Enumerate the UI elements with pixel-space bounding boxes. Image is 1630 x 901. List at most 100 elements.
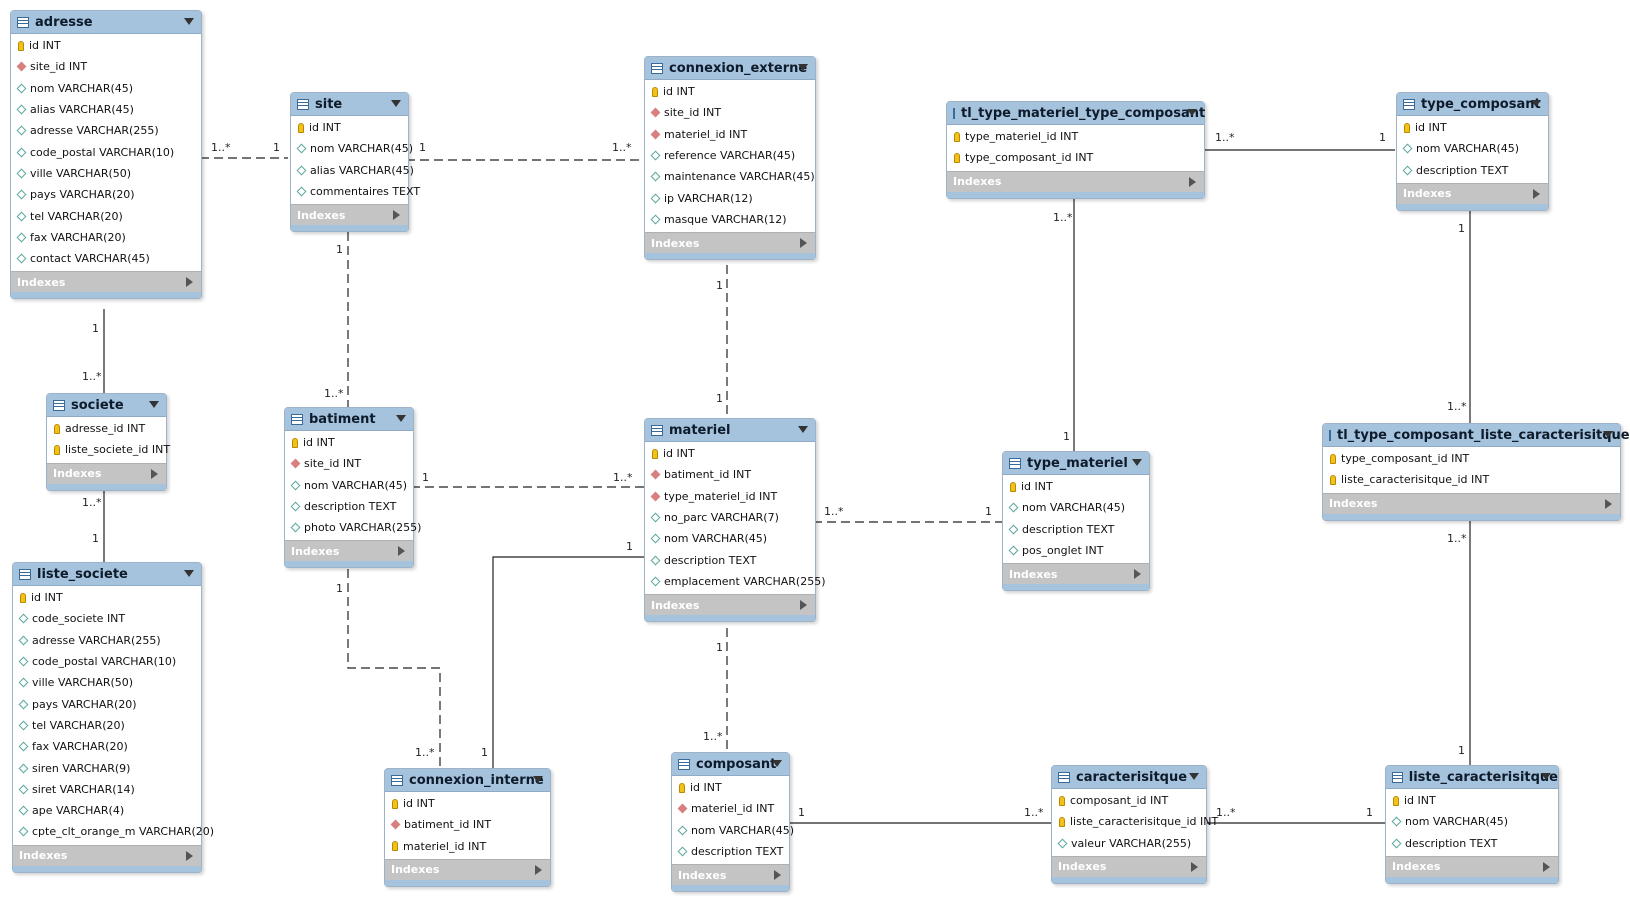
column-row[interactable]: nom VARCHAR(45) bbox=[1003, 497, 1149, 518]
column-row[interactable]: id INT bbox=[291, 117, 408, 138]
indexes-section[interactable]: Indexes bbox=[947, 170, 1204, 192]
expand-arrow-icon[interactable] bbox=[1543, 861, 1550, 872]
column-row[interactable]: materiel_id INT bbox=[385, 836, 550, 857]
collapse-caret-icon[interactable] bbox=[1187, 109, 1197, 116]
column-row[interactable]: tel VARCHAR(20) bbox=[13, 715, 201, 736]
expand-arrow-icon[interactable] bbox=[1189, 176, 1196, 187]
indexes-section[interactable]: Indexes bbox=[285, 540, 413, 562]
indexes-section[interactable]: Indexes bbox=[13, 844, 201, 866]
expand-arrow-icon[interactable] bbox=[186, 850, 193, 861]
column-row[interactable]: no_parc VARCHAR(7) bbox=[645, 507, 815, 528]
expand-arrow-icon[interactable] bbox=[800, 600, 807, 611]
column-row[interactable]: id INT bbox=[1386, 790, 1558, 811]
column-row[interactable]: type_materiel_id INT bbox=[645, 486, 815, 507]
table-header[interactable]: tl_type_materiel_type_composant bbox=[947, 102, 1205, 125]
indexes-section[interactable]: Indexes bbox=[1397, 182, 1548, 204]
column-row[interactable]: batiment_id INT bbox=[385, 814, 550, 835]
column-row[interactable]: code_postal VARCHAR(10) bbox=[11, 141, 201, 162]
table-header[interactable]: materiel bbox=[645, 419, 815, 442]
table-header[interactable]: batiment bbox=[285, 408, 413, 431]
column-row[interactable]: photo VARCHAR(255) bbox=[285, 517, 421, 538]
column-row[interactable]: id INT bbox=[285, 432, 413, 453]
column-row[interactable]: id INT bbox=[1003, 476, 1149, 497]
column-row[interactable]: fax VARCHAR(20) bbox=[11, 227, 201, 248]
column-row[interactable]: liste_caracterisitque_id INT bbox=[1323, 469, 1620, 490]
column-row[interactable]: site_id INT bbox=[11, 56, 201, 77]
collapse-caret-icon[interactable] bbox=[1531, 100, 1541, 107]
collapse-caret-icon[interactable] bbox=[798, 426, 808, 433]
column-row[interactable]: description TEXT bbox=[1003, 519, 1149, 540]
collapse-caret-icon[interactable] bbox=[184, 18, 194, 25]
column-row[interactable]: nom VARCHAR(45) bbox=[672, 820, 794, 841]
column-row[interactable]: ip VARCHAR(12) bbox=[645, 187, 815, 208]
table-header[interactable]: type_composant bbox=[1397, 93, 1548, 116]
expand-arrow-icon[interactable] bbox=[151, 468, 158, 479]
collapse-caret-icon[interactable] bbox=[1541, 773, 1551, 780]
column-row[interactable]: tel VARCHAR(20) bbox=[11, 205, 201, 226]
expand-arrow-icon[interactable] bbox=[398, 546, 405, 557]
column-row[interactable]: contact VARCHAR(45) bbox=[11, 248, 201, 269]
column-row[interactable]: composant_id INT bbox=[1052, 790, 1206, 811]
expand-arrow-icon[interactable] bbox=[1134, 569, 1141, 580]
column-row[interactable]: nom VARCHAR(45) bbox=[285, 475, 413, 496]
indexes-section[interactable]: Indexes bbox=[385, 858, 550, 880]
table-header[interactable]: site bbox=[291, 93, 408, 116]
indexes-section[interactable]: Indexes bbox=[645, 232, 815, 254]
indexes-section[interactable]: Indexes bbox=[47, 462, 166, 484]
indexes-section[interactable]: Indexes bbox=[672, 864, 789, 886]
column-row[interactable]: id INT bbox=[672, 777, 789, 798]
column-row[interactable]: adresse_id INT bbox=[47, 418, 166, 439]
table-header[interactable]: caracterisitque bbox=[1052, 766, 1206, 789]
collapse-caret-icon[interactable] bbox=[184, 570, 194, 577]
collapse-caret-icon[interactable] bbox=[1132, 459, 1142, 466]
column-row[interactable]: code_postal VARCHAR(10) bbox=[13, 651, 201, 672]
column-row[interactable]: cpte_clt_orange_m VARCHAR(20) bbox=[13, 821, 214, 842]
collapse-caret-icon[interactable] bbox=[391, 100, 401, 107]
column-row[interactable]: emplacement VARCHAR(255) bbox=[645, 571, 825, 592]
expand-arrow-icon[interactable] bbox=[535, 864, 542, 875]
column-row[interactable]: materiel_id INT bbox=[645, 124, 815, 145]
column-row[interactable]: id INT bbox=[13, 587, 201, 608]
column-row[interactable]: description TEXT bbox=[1386, 833, 1558, 854]
column-row[interactable]: adresse VARCHAR(255) bbox=[11, 120, 201, 141]
column-row[interactable]: pays VARCHAR(20) bbox=[13, 693, 201, 714]
column-row[interactable]: commentaires TEXT bbox=[291, 181, 420, 202]
column-row[interactable]: alias VARCHAR(45) bbox=[11, 99, 201, 120]
column-row[interactable]: reference VARCHAR(45) bbox=[645, 145, 815, 166]
collapse-caret-icon[interactable] bbox=[798, 64, 808, 71]
indexes-section[interactable]: Indexes bbox=[1003, 563, 1149, 585]
column-row[interactable]: materiel_id INT bbox=[672, 798, 789, 819]
indexes-section[interactable]: Indexes bbox=[645, 594, 815, 616]
column-row[interactable]: id INT bbox=[385, 793, 550, 814]
collapse-caret-icon[interactable] bbox=[1603, 431, 1613, 438]
table-header[interactable]: liste_societe bbox=[13, 563, 201, 586]
collapse-caret-icon[interactable] bbox=[1189, 773, 1199, 780]
expand-arrow-icon[interactable] bbox=[186, 277, 193, 288]
table-header[interactable]: adresse bbox=[11, 11, 201, 34]
collapse-caret-icon[interactable] bbox=[772, 760, 782, 767]
table-header[interactable]: connexion_externe bbox=[645, 57, 815, 80]
column-row[interactable]: alias VARCHAR(45) bbox=[291, 160, 414, 181]
column-row[interactable]: nom VARCHAR(45) bbox=[1397, 138, 1548, 159]
collapse-caret-icon[interactable] bbox=[533, 776, 543, 783]
column-row[interactable]: adresse VARCHAR(255) bbox=[13, 630, 201, 651]
indexes-section[interactable]: Indexes bbox=[1386, 855, 1558, 877]
indexes-section[interactable]: Indexes bbox=[291, 204, 408, 226]
table-header[interactable]: societe bbox=[47, 394, 166, 417]
expand-arrow-icon[interactable] bbox=[1191, 861, 1198, 872]
column-row[interactable]: description TEXT bbox=[1397, 160, 1548, 181]
column-row[interactable]: ape VARCHAR(4) bbox=[13, 800, 201, 821]
expand-arrow-icon[interactable] bbox=[800, 238, 807, 249]
column-row[interactable]: ville VARCHAR(50) bbox=[11, 163, 201, 184]
